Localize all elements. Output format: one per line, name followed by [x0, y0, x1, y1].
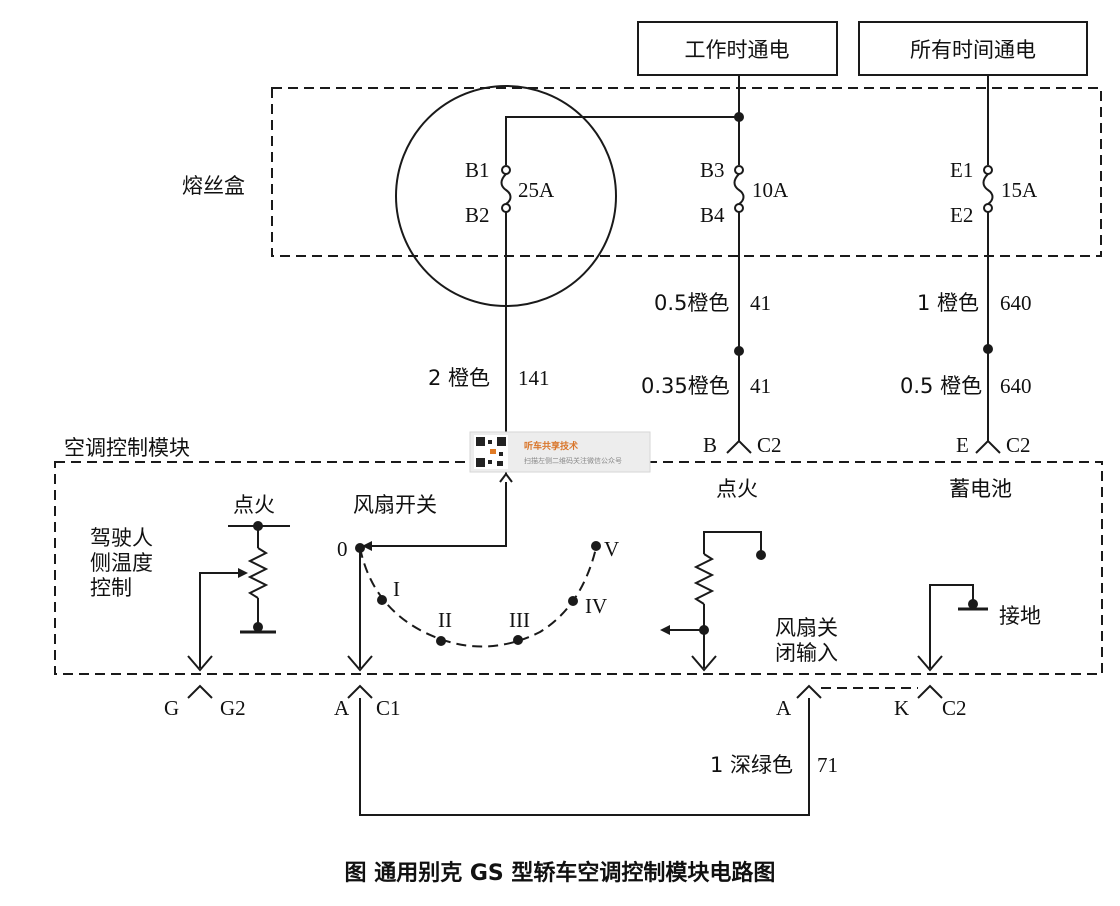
connector-e-c2-symbol — [975, 439, 1001, 454]
splice-dot — [734, 346, 744, 356]
wire-41b-color: 0.35橙色 — [641, 374, 730, 398]
switch-contact — [513, 635, 523, 645]
temp-potentiometer — [240, 526, 276, 634]
fuse-e2-label: E2 — [950, 203, 973, 227]
fan-off-input-label-1: 风扇关 — [775, 616, 838, 640]
switch-contact — [591, 541, 601, 551]
wire-141-circuit: 141 — [518, 366, 550, 390]
switch-contact — [436, 636, 446, 646]
connector-a-c1-symbol — [347, 684, 373, 699]
ground-label: 接地 — [999, 604, 1041, 628]
power-box-all-times-label: 所有时间通电 — [910, 38, 1036, 62]
connector-k-c2-symbol — [917, 684, 943, 699]
connector-e-pin: E — [956, 433, 969, 457]
switch-pos-0: 0 — [337, 537, 348, 561]
fan-switch-feed — [362, 482, 507, 551]
arrow-g-icon — [187, 655, 213, 672]
connector-c2-label: C2 — [757, 433, 782, 457]
connector-141-symbol — [499, 472, 513, 483]
splice-dot — [968, 599, 978, 609]
connector-c1-label: C1 — [376, 696, 401, 720]
wire-640b-circuit: 640 — [1000, 374, 1032, 398]
connector-a2-pin: A — [776, 696, 792, 720]
fuse-25a-rating: 25A — [518, 178, 555, 202]
connector-k-pin: K — [894, 696, 909, 720]
switch-pos-5: V — [604, 537, 619, 561]
fuse-box-boundary — [271, 87, 1102, 257]
driver-temp-label-2: 侧温度 — [90, 551, 153, 575]
connector-g2-label: G2 — [220, 696, 246, 720]
fuse-b4-label: B4 — [700, 203, 725, 227]
fan-switch-label: 风扇开关 — [353, 493, 437, 517]
connector-a-pin: A — [334, 696, 350, 720]
module-label: 空调控制模块 — [64, 436, 190, 460]
fan-off-input-label-2: 闭输入 — [775, 641, 838, 665]
watermark-subtitle: 扫描左侧二维码关注微信公众号 — [524, 456, 622, 465]
fuse-e1-e2: E1 E2 15A — [950, 158, 1038, 227]
switch-pos-1: I — [393, 577, 400, 601]
battery-label: 蓄电池 — [949, 477, 1012, 501]
connector-k-c2-label: C2 — [942, 696, 967, 720]
fuse-10a-rating: 10A — [752, 178, 789, 202]
wire-41a-circuit: 41 — [750, 291, 771, 315]
wire-640a-color: 1 橙色 — [917, 291, 979, 315]
fuse-b1-b2: B1 B2 25A — [465, 158, 555, 227]
module-boundary — [54, 461, 1103, 675]
switch-pos-3: III — [509, 608, 530, 632]
wire-71-color: 1 深绿色 — [710, 753, 793, 777]
wire-71 — [359, 698, 810, 816]
fuse-b1-label: B1 — [465, 158, 490, 182]
ground-line — [929, 584, 974, 668]
splice-dot — [983, 344, 993, 354]
ignition-left-label: 点火 — [233, 493, 275, 517]
ignition-right-label: 点火 — [716, 477, 758, 501]
power-box-run-label: 工作时通电 — [685, 38, 790, 62]
fuse-e1-label: E1 — [950, 158, 973, 182]
qr-code-icon — [474, 435, 508, 469]
fan-off-resistor — [693, 553, 715, 605]
wire-141-color: 2 橙色 — [428, 366, 490, 390]
wire-71-circuit: 71 — [817, 753, 838, 777]
connector-g-g2-symbol — [187, 684, 213, 699]
connector-b-pin: B — [703, 433, 717, 457]
power-box-all-times: 所有时间通电 — [858, 21, 1088, 76]
wire-640b-color: 0.5 橙色 — [900, 374, 982, 398]
watermark-title: 听车共享技术 — [524, 440, 578, 452]
splice-dot — [756, 550, 766, 560]
switch-pos-4: IV — [585, 594, 607, 618]
driver-temp-label-3: 控制 — [90, 576, 132, 600]
connector-g-pin: G — [164, 696, 179, 720]
switch-contact — [377, 595, 387, 605]
fuse-b2-label: B2 — [465, 203, 490, 227]
fuse-b3-label: B3 — [700, 158, 725, 182]
connector-c2-label: C2 — [1006, 433, 1031, 457]
wire-640a-circuit: 640 — [1000, 291, 1032, 315]
fuse-b3-b4: B3 B4 10A — [700, 158, 789, 227]
fuse-box-label: 熔丝盒 — [182, 174, 245, 198]
arrow-k-icon — [917, 655, 943, 672]
wire-41a-color: 0.5橙色 — [654, 291, 729, 315]
connector-b-c2-symbol — [726, 439, 752, 454]
figure-caption: 图 通用别克 GS 型轿车空调控制模块电路图 — [345, 860, 776, 886]
switch-pos-2: II — [438, 608, 452, 632]
wire-41b-circuit: 41 — [750, 374, 771, 398]
driver-temp-label-1: 驾驶人 — [90, 526, 153, 550]
fuse-15a-rating: 15A — [1001, 178, 1038, 202]
temp-wiper-line — [199, 568, 248, 668]
splice-dot — [734, 112, 744, 122]
connector-a-symbol — [796, 684, 822, 699]
b1-feed-line — [505, 116, 739, 165]
arrow-a-icon — [347, 655, 373, 672]
arrow-fan-off-icon — [691, 655, 717, 672]
ignition-right-line — [703, 531, 762, 555]
power-box-run: 工作时通电 — [637, 21, 838, 76]
watermark-badge: 听车共享技术 扫描左侧二维码关注微信公众号 — [469, 431, 651, 473]
switch-contact — [568, 596, 578, 606]
